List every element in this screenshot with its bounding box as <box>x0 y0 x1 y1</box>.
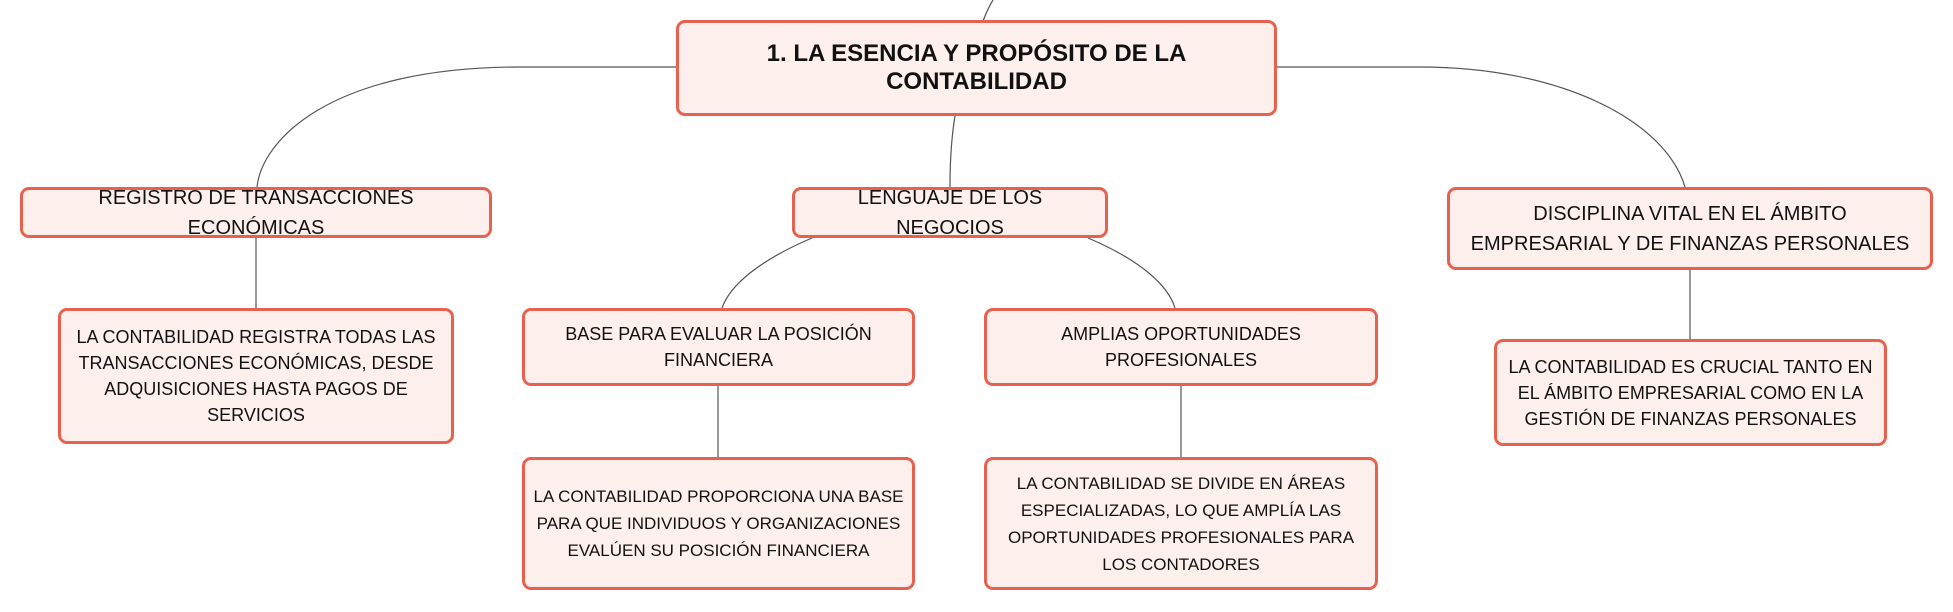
branch-node-disciplina[interactable]: DISCIPLINA VITAL EN EL ÁMBITO EMPRESARIA… <box>1447 187 1933 270</box>
branch-node-registro-label: REGISTRO DE TRANSACCIONES ECONÓMICAS <box>98 186 414 239</box>
detail-node-amplias[interactable]: LA CONTABILIDAD SE DIVIDE EN ÁREAS ESPEC… <box>984 457 1378 590</box>
subbranch-node-amplias-label: AMPLIAS OPORTUNIDADES PROFESIONALES <box>1061 324 1301 370</box>
root-node-label: 1. LA ESENCIA Y PROPÓSITO DE LA CONTABIL… <box>766 40 1187 95</box>
connector-lenguaje-to-base <box>721 237 813 309</box>
subbranch-node-base[interactable]: BASE PARA EVALUAR LA POSICIÓN FINANCIERA <box>522 308 915 386</box>
subbranch-node-base-label: BASE PARA EVALUAR LA POSICIÓN FINANCIERA <box>565 324 872 370</box>
connector-root-to-registro <box>256 66 676 188</box>
branch-node-lenguaje-label: LENGUAJE DE LOS NEGOCIOS <box>857 186 1043 239</box>
branch-node-lenguaje[interactable]: LENGUAJE DE LOS NEGOCIOS <box>792 187 1108 239</box>
branch-node-registro[interactable]: REGISTRO DE TRANSACCIONES ECONÓMICAS <box>20 187 492 239</box>
subbranch-node-amplias[interactable]: AMPLIAS OPORTUNIDADES PROFESIONALES <box>984 308 1378 386</box>
branch-node-disciplina-label: DISCIPLINA VITAL EN EL ÁMBITO EMPRESARIA… <box>1470 202 1910 255</box>
detail-node-disciplina-label: LA CONTABILIDAD ES CRUCIAL TANTO EN EL Á… <box>1508 356 1873 429</box>
connector-root-to-disciplina <box>1277 66 1686 188</box>
connector-parent-incoming <box>982 0 994 22</box>
detail-node-base-label: LA CONTABILIDAD PROPORCIONA UNA BASE PAR… <box>533 487 904 560</box>
detail-node-base[interactable]: LA CONTABILIDAD PROPORCIONA UNA BASE PAR… <box>522 457 915 590</box>
detail-node-amplias-label: LA CONTABILIDAD SE DIVIDE EN ÁREAS ESPEC… <box>1007 473 1355 574</box>
detail-node-registro[interactable]: LA CONTABILIDAD REGISTRA TODAS LAS TRANS… <box>58 308 454 444</box>
detail-node-registro-label: LA CONTABILIDAD REGISTRA TODAS LAS TRANS… <box>76 327 436 425</box>
connector-root-to-lenguaje <box>949 115 956 188</box>
detail-node-disciplina[interactable]: LA CONTABILIDAD ES CRUCIAL TANTO EN EL Á… <box>1494 339 1887 446</box>
root-node[interactable]: 1. LA ESENCIA Y PROPÓSITO DE LA CONTABIL… <box>676 20 1277 116</box>
connector-lenguaje-to-amplias <box>1087 237 1176 309</box>
